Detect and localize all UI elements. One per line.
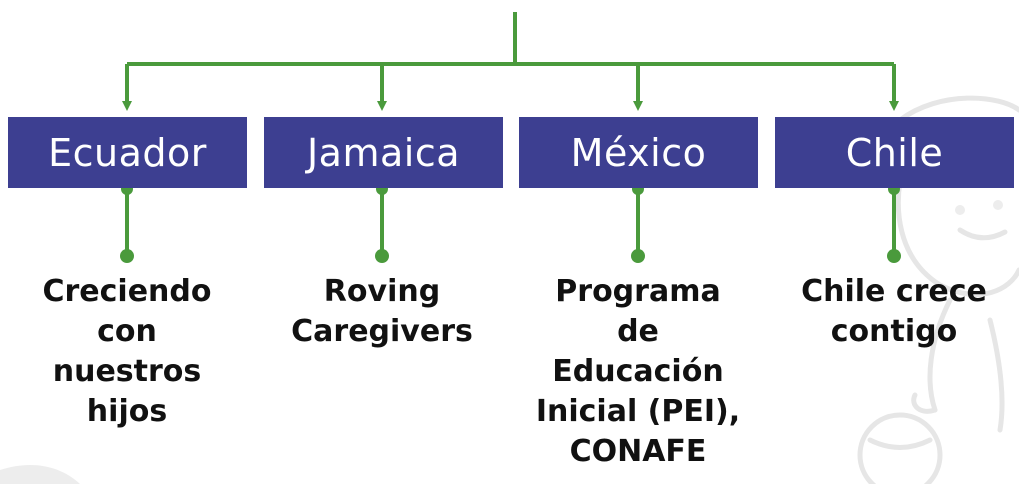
country-label-jamaica: Jamaica bbox=[306, 130, 461, 175]
dot-mexico-end bbox=[631, 249, 645, 263]
dot-ecuador-end bbox=[120, 249, 134, 263]
program-text-ecuador: Creciendo con nuestros hijos bbox=[42, 274, 212, 429]
country-box-ecuador: Ecuador bbox=[8, 117, 247, 188]
program-text-jamaica: Roving Caregivers bbox=[291, 274, 473, 349]
country-box-jamaica: Jamaica bbox=[264, 117, 503, 188]
dot-jamaica-end bbox=[375, 249, 389, 263]
country-box-mexico: México bbox=[519, 117, 758, 188]
country-label-chile: Chile bbox=[845, 130, 944, 175]
dot-chile-end bbox=[887, 249, 901, 263]
country-label-mexico: México bbox=[570, 130, 707, 175]
country-box-chile: Chile bbox=[775, 117, 1014, 188]
program-text-chile: Chile crece contigo bbox=[801, 274, 987, 349]
program-text-mexico: Programa de Educación Inicial (PEI), CON… bbox=[535, 274, 741, 469]
country-label-ecuador: Ecuador bbox=[48, 130, 207, 175]
